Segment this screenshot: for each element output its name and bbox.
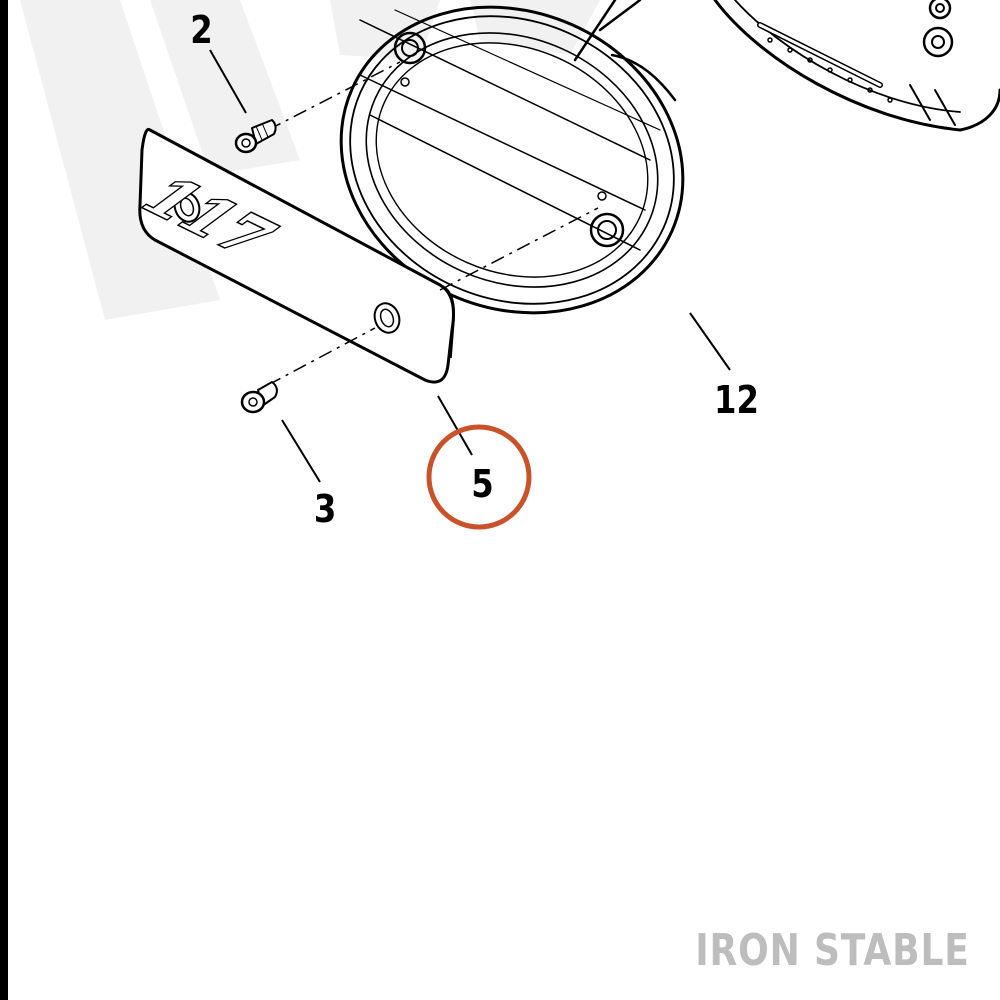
adjacent-cover-part (713, 0, 1000, 132)
left-edge-bar (0, 0, 8, 1000)
screw-part-3 (240, 381, 278, 414)
watermark-text: IRON STABLE (695, 925, 970, 976)
alignment-lines (267, 61, 599, 386)
callout-3: 3 (314, 488, 336, 532)
housing-part-12 (339, 0, 685, 315)
highlight-circle (426, 424, 532, 530)
screw-part-2 (234, 119, 277, 154)
callout-5: 5 (471, 463, 493, 507)
callout-2: 2 (190, 9, 212, 53)
callout-12: 12 (714, 379, 759, 423)
leader-lines (209, 49, 731, 483)
